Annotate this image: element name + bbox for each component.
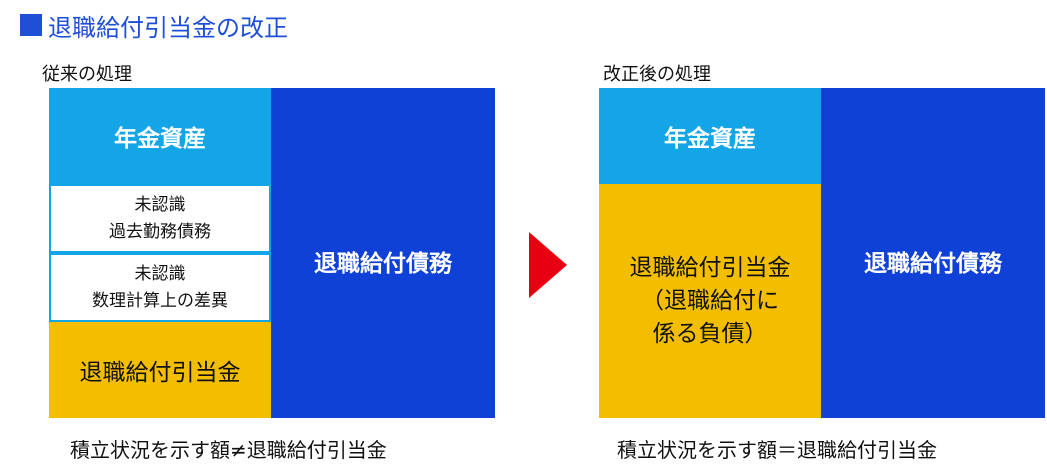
left-allowance-label: 退職給付引当金: [79, 360, 241, 386]
left-unrecognized-past-service-line1: 未認識: [134, 194, 186, 215]
right-pension-assets-block: 年金資産: [599, 88, 821, 184]
page-title: 退職給付引当金の改正: [20, 8, 288, 42]
left-unrecognized-past-service-line2: 過去勤務債務: [109, 221, 211, 242]
left-pension-assets-block: 年金資産: [49, 88, 271, 184]
left-unrecognized-actuarial-block: 未認識 数理計算上の差異: [49, 253, 271, 322]
right-allowance-line1: 退職給付引当金: [629, 254, 791, 281]
right-obligation-block: 退職給付債務: [821, 88, 1045, 418]
right-subtitle: 改正後の処理: [603, 64, 711, 85]
right-allowance-line3: 係る負債）: [652, 320, 768, 347]
left-unrecognized-actuarial-line2: 数理計算上の差異: [92, 290, 228, 311]
left-unrecognized-past-service-block: 未認識 過去勤務債務: [49, 184, 271, 253]
title-text: 退職給付引当金の改正: [48, 13, 288, 42]
left-caption: 積立状況を示す額≠退職給付引当金: [70, 438, 387, 462]
left-obligation-block: 退職給付債務: [271, 88, 495, 418]
right-allowance-line2: （退職給付に: [641, 287, 779, 314]
right-arrow-icon: [529, 232, 567, 298]
left-obligation-label: 退職給付債務: [314, 251, 452, 277]
right-obligation-label: 退職給付債務: [864, 251, 1002, 277]
right-pension-assets-label: 年金資産: [664, 126, 756, 152]
right-allowance-block: 退職給付引当金 （退職給付に 係る負債）: [599, 184, 821, 418]
right-caption: 積立状況を示す額＝退職給付引当金: [617, 438, 937, 462]
left-unrecognized-actuarial-line1: 未認識: [134, 263, 186, 284]
left-pension-assets-label: 年金資産: [114, 126, 206, 152]
title-square-icon: [20, 14, 42, 36]
left-allowance-block: 退職給付引当金: [49, 322, 271, 418]
left-subtitle: 従来の処理: [42, 64, 132, 85]
